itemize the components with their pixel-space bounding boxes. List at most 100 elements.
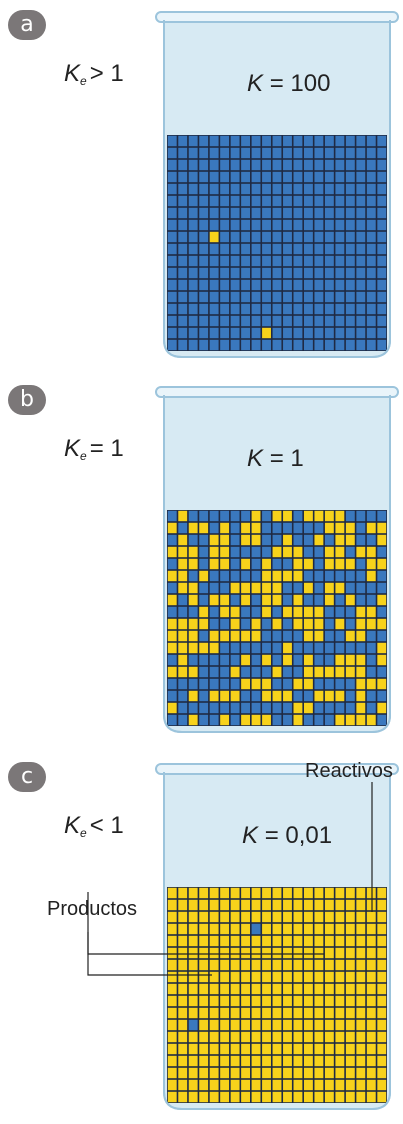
molecule-cell <box>168 268 177 278</box>
molecule-cell <box>178 571 187 581</box>
molecule-cell <box>210 888 219 898</box>
molecule-cell <box>178 595 187 605</box>
molecule-cell <box>168 888 177 898</box>
molecule-cell <box>294 535 303 545</box>
molecule-cell <box>199 691 208 701</box>
molecule-cell <box>252 184 261 194</box>
molecule-cell <box>199 511 208 521</box>
molecule-cell <box>168 208 177 218</box>
molecule-cell <box>199 655 208 665</box>
molecule-cell <box>168 328 177 338</box>
molecule-cell <box>294 328 303 338</box>
molecule-cell <box>220 631 229 641</box>
molecule-cell <box>367 184 376 194</box>
molecule-cell <box>241 900 250 910</box>
molecule-cell <box>283 679 292 689</box>
molecule-cell <box>262 208 271 218</box>
molecule-cell <box>304 972 313 982</box>
molecule-cell <box>346 1080 355 1090</box>
molecule-cell <box>356 184 365 194</box>
molecule-cell <box>377 960 386 970</box>
molecule-cell <box>346 888 355 898</box>
molecule-cell <box>325 256 334 266</box>
molecule-cell <box>377 292 386 302</box>
molecule-cell <box>262 256 271 266</box>
molecule-cell <box>241 643 250 653</box>
molecule-cell <box>335 972 344 982</box>
molecule-cell <box>210 1080 219 1090</box>
molecule-cell <box>231 547 240 557</box>
molecule-cell <box>335 148 344 158</box>
molecule-cell <box>294 559 303 569</box>
molecule-cell <box>304 328 313 338</box>
molecule-cell <box>346 984 355 994</box>
molecule-cell <box>294 888 303 898</box>
molecule-cell <box>220 511 229 521</box>
molecule-cell <box>168 655 177 665</box>
molecule-cell <box>231 1020 240 1030</box>
molecule-cell <box>325 948 334 958</box>
badge-c: c <box>8 762 46 792</box>
molecule-cell <box>314 172 323 182</box>
molecule-cell <box>189 244 198 254</box>
molecule-cell <box>199 148 208 158</box>
molecule-cell <box>325 691 334 701</box>
molecule-cell <box>283 511 292 521</box>
molecule-cell <box>241 232 250 242</box>
molecule-cell <box>178 936 187 946</box>
molecule-cell <box>210 256 219 266</box>
molecule-cell <box>356 1008 365 1018</box>
molecule-cell <box>283 1044 292 1054</box>
molecule-cell <box>325 679 334 689</box>
molecule-cell <box>356 960 365 970</box>
molecule-cell <box>283 607 292 617</box>
molecule-cell <box>273 268 282 278</box>
molecule-cell <box>325 208 334 218</box>
molecule-cell <box>335 619 344 629</box>
molecule-cell <box>325 244 334 254</box>
molecule-cell <box>335 511 344 521</box>
molecule-cell <box>273 619 282 629</box>
molecule-cell <box>367 304 376 314</box>
molecule-cell <box>178 667 187 677</box>
molecule-cell <box>377 936 386 946</box>
molecule-cell <box>346 691 355 701</box>
molecule-cell <box>294 184 303 194</box>
molecule-cell <box>314 292 323 302</box>
molecule-cell <box>335 607 344 617</box>
molecule-cell <box>367 292 376 302</box>
molecule-cell <box>199 972 208 982</box>
molecule-cell <box>356 984 365 994</box>
molecule-cell <box>377 1068 386 1078</box>
molecule-cell <box>220 340 229 350</box>
molecule-cell <box>346 1056 355 1066</box>
molecule-cell <box>241 280 250 290</box>
molecule-cell <box>335 292 344 302</box>
molecule-cell <box>252 1056 261 1066</box>
molecule-cell <box>325 619 334 629</box>
molecule-cell <box>283 1068 292 1078</box>
molecule-cell <box>262 1068 271 1078</box>
molecule-cell <box>356 328 365 338</box>
molecule-cell <box>252 715 261 725</box>
molecule-cell <box>210 304 219 314</box>
molecule-cell <box>273 667 282 677</box>
molecule-cell <box>314 547 323 557</box>
molecule-cell <box>262 960 271 970</box>
molecule-cell <box>189 948 198 958</box>
molecule-cell <box>241 511 250 521</box>
molecule-cell <box>189 1032 198 1042</box>
molecule-cell <box>273 655 282 665</box>
beaker-b: K = 1 <box>150 375 403 740</box>
molecule-cell <box>231 912 240 922</box>
molecule-cell <box>231 655 240 665</box>
molecule-cell <box>210 595 219 605</box>
molecule-cell <box>220 936 229 946</box>
molecule-cell <box>262 316 271 326</box>
molecule-cell <box>189 1020 198 1030</box>
molecule-cell <box>377 511 386 521</box>
molecule-cell <box>231 679 240 689</box>
molecule-cell <box>252 136 261 146</box>
molecule-cell <box>346 196 355 206</box>
molecule-cell <box>377 184 386 194</box>
